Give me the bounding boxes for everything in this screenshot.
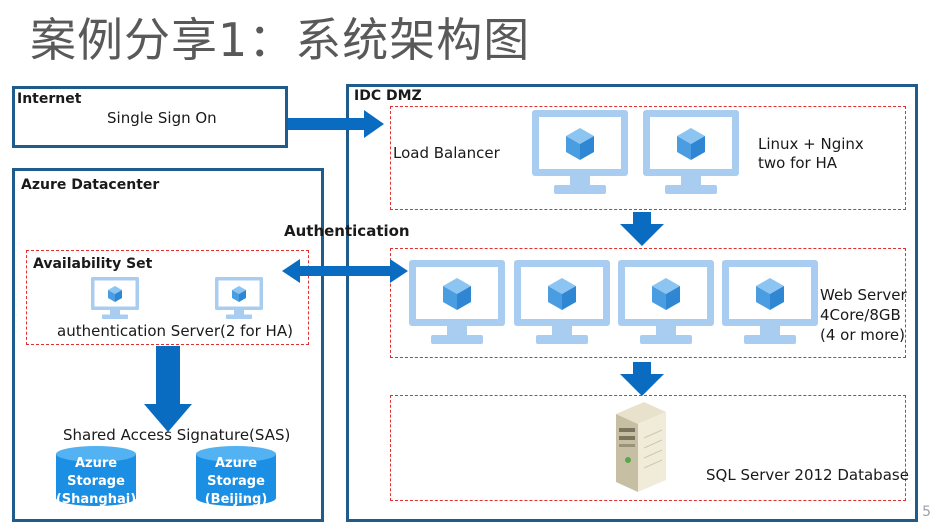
storage-shanghai-label: Azure Storage (Shanghai) [54, 455, 138, 509]
arrow-lb-to-web [620, 212, 664, 246]
page-number: 5 [922, 504, 931, 520]
availability-set-label: Availability Set [33, 256, 153, 272]
lb-desc-line-2: two for HA [758, 154, 838, 172]
storage-cylinder-shanghai [56, 446, 136, 506]
internet-label: Internet [17, 91, 82, 107]
auth-server-label: authentication Server(2 for HA) [57, 322, 293, 340]
storage-beijing-line-3: (Beijing) [204, 492, 268, 507]
storage-shanghai-line-1: Azure [74, 456, 118, 471]
load-balancer-label: Load Balancer [393, 144, 500, 162]
lb-desc-line-1: Linux + Nginx [758, 135, 864, 153]
web-server-line-2: 4Core/8GB [820, 306, 901, 324]
database-server-icon [616, 402, 666, 492]
authentication-label: Authentication [284, 222, 410, 240]
azure-datacenter-box [12, 168, 324, 522]
web-server-line-3: (4 or more) [820, 326, 905, 344]
storage-cylinder-beijing [196, 446, 276, 506]
azure-datacenter-label: Azure Datacenter [21, 177, 160, 193]
arrow-auth-to-storage [144, 346, 192, 432]
arrow-authentication [282, 259, 408, 283]
availability-set-region [26, 250, 309, 345]
storage-beijing-line-1: Azure [214, 456, 258, 471]
sql-server-region [390, 395, 906, 501]
idc-dmz-label: IDC DMZ [354, 88, 422, 104]
arrow-internet-to-idc [288, 110, 384, 138]
storage-beijing-label: Azure Storage (Beijing) [194, 455, 278, 509]
web-server-region [390, 248, 906, 358]
load-balancer-region [390, 106, 906, 210]
internet-box [12, 86, 288, 148]
web-server-line-1: Web Server [820, 286, 907, 304]
sql-server-label: SQL Server 2012 Database [706, 466, 909, 484]
storage-beijing-line-2: Storage [207, 474, 265, 489]
arrow-web-to-sql [620, 362, 664, 396]
sas-label: Shared Access Signature(SAS) [63, 426, 291, 444]
storage-shanghai-line-3: (Shanghai) [55, 492, 137, 507]
idc-dmz-box [346, 84, 918, 522]
single-sign-on-label: Single Sign On [107, 109, 217, 127]
storage-shanghai-line-2: Storage [67, 474, 125, 489]
page-title: 案例分享1：系统架构图 [30, 13, 531, 67]
